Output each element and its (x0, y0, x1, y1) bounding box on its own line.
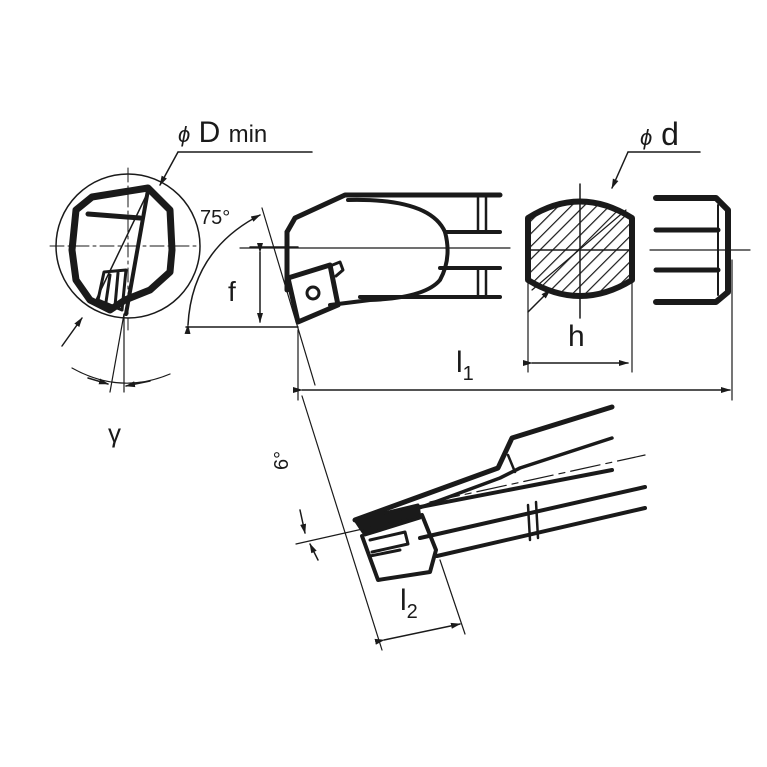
label-d-min: ϕ D min (178, 116, 268, 149)
label-d: ϕ d (640, 116, 679, 152)
cross-section (523, 151, 701, 373)
label-h: h (568, 320, 585, 353)
bar-end (649, 195, 751, 401)
label-angle-75: 75° (200, 207, 231, 229)
label-l1: l1 (456, 346, 474, 385)
label-f: f (228, 276, 236, 307)
label-l2: l2 (400, 584, 418, 623)
end-view (49, 151, 313, 393)
label-angle-6: 6° (271, 450, 293, 470)
label-gamma: γ (108, 418, 121, 448)
side-view (184, 192, 511, 386)
rotated-view (295, 395, 647, 651)
